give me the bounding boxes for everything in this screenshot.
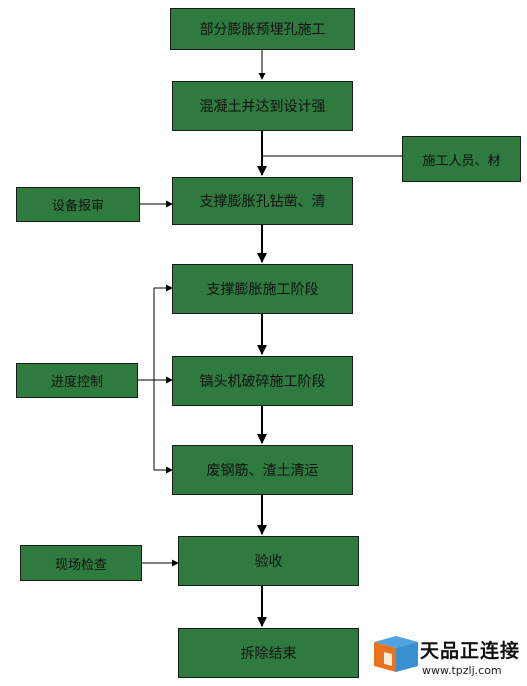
- step-box-5: 镐头机破碎施工阶段: [172, 356, 353, 406]
- brand-logo-icon: [374, 636, 418, 672]
- progress-control-box: 进度控制: [16, 363, 138, 398]
- brand-name: 天品正连接: [420, 640, 521, 662]
- step-box-4: 支撑膨胀施工阶段: [172, 264, 353, 314]
- step-box-2: 混凝土并达到设计强: [172, 81, 353, 131]
- equipment-review-box: 设备报审: [16, 187, 140, 222]
- site-inspection-box: 现场检查: [20, 545, 142, 581]
- personnel-box: 施工人员、材: [402, 136, 521, 182]
- step-box-3: 支撑膨胀孔钻凿、清: [172, 177, 353, 225]
- step-box-6: 废钢筋、渣土清运: [172, 445, 353, 495]
- brand-url[interactable]: www.tpzlj.com: [422, 664, 502, 677]
- step-box-7: 验收: [178, 536, 359, 586]
- step-box-8: 拆除结束: [178, 628, 359, 678]
- step-box-1: 部分膨胀预埋孔施工: [170, 8, 355, 50]
